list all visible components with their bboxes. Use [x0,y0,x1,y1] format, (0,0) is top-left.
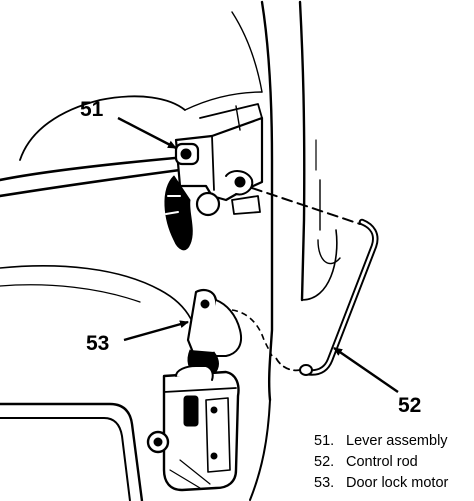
legend-number: 53. [314,475,335,491]
control-rod [251,187,379,376]
door-lock-motor [146,289,242,492]
callout-52-arrow [333,347,399,393]
motor-rod-link [231,309,273,357]
legend-item: 52. Control rod [314,452,448,473]
callout-53-arrow [123,320,189,342]
door-panel [249,0,341,501]
legend-label: Lever assembly [346,433,448,449]
legend-label: Control rod [346,454,418,470]
callout-53-label: 53 [86,332,109,355]
parts-legend: 51. Lever assembly 52. Control rod 53. D… [314,431,448,494]
legend-item: 51. Lever assembly [314,431,448,452]
window-frame [0,402,144,501]
legend-number: 52. [314,454,335,470]
callout-51-label: 51 [80,98,104,121]
legend-item: 53. Door lock motor [314,473,448,494]
callout-51-arrow [117,116,177,150]
legend-label: Door lock motor [346,475,449,491]
door-trim-curves [0,11,263,353]
lever-assembly [164,103,264,251]
legend-number: 51. [314,433,335,449]
callout-52-label: 52 [398,394,421,417]
